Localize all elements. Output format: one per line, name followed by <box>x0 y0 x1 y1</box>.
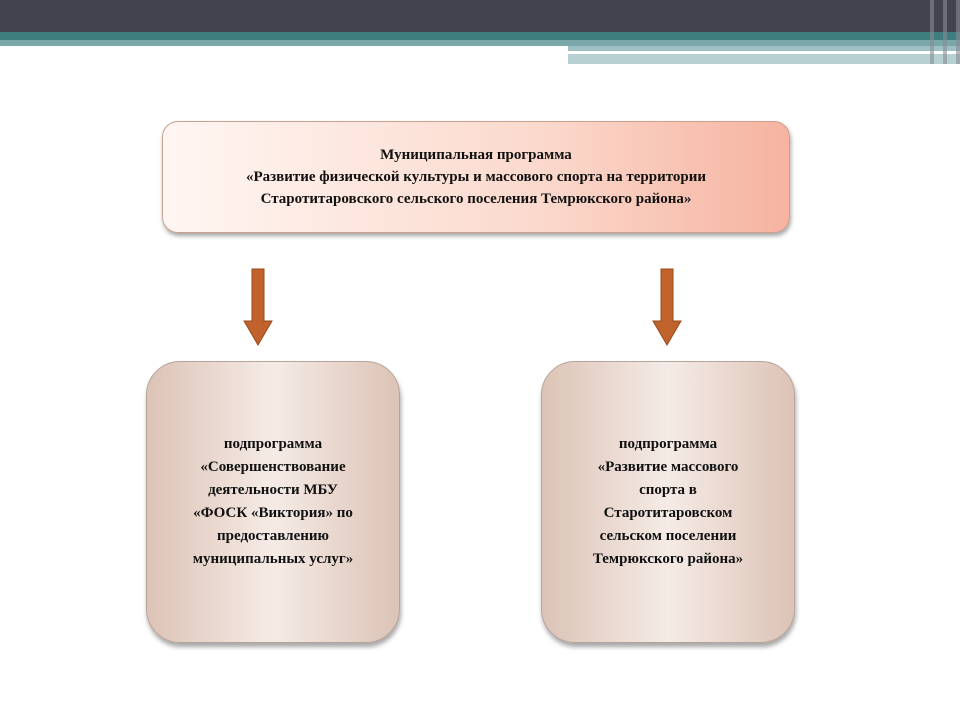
down-arrow-icon <box>652 268 682 346</box>
subprogram-box-left: подпрограмма «Совершенствование деятельн… <box>146 361 400 643</box>
header-accent-band <box>568 46 960 51</box>
subprogram-box-right: подпрограмма «Развитие массового спорта … <box>541 361 795 643</box>
subprogram-right-line: Старотитаровском <box>603 505 733 521</box>
subprogram-left-line: муниципальных услуг» <box>192 551 354 567</box>
subprogram-right-line: сельском поселении <box>599 528 737 544</box>
subprogram-left-line: предоставлению <box>217 528 329 544</box>
subprogram-right-line: подпрограмма <box>618 436 718 452</box>
subprogram-right-line: «Развитие массового <box>597 459 739 475</box>
header-accent-line <box>568 51 888 54</box>
header-teal-band-light <box>0 40 960 46</box>
corner-stripes <box>930 0 960 64</box>
down-arrow-icon <box>243 268 273 346</box>
header-bar <box>0 0 960 32</box>
subprogram-left-line: деятельности МБУ <box>208 482 338 498</box>
main-program-line: Муниципальная программа <box>380 147 572 163</box>
main-program-line: «Развитие физической культуры и массовог… <box>245 169 707 185</box>
main-program-box: Муниципальная программа «Развитие физиче… <box>162 121 790 233</box>
main-program-line: Старотитаровского сельского поселения Те… <box>260 191 692 207</box>
subprogram-left-line: «Совершенствование <box>200 459 346 475</box>
subprogram-right-line: спорта в <box>639 482 697 498</box>
corner-stripe <box>956 0 960 64</box>
subprogram-left-line: подпрограмма <box>223 436 323 452</box>
subprogram-right-line: Темрюкского района» <box>592 551 744 567</box>
corner-stripe <box>943 0 947 64</box>
header-accent-band-pale <box>568 54 960 64</box>
subprogram-left-line: «ФОСК «Виктория» по <box>193 505 353 521</box>
header-teal-band <box>0 32 960 40</box>
corner-stripe <box>930 0 934 64</box>
